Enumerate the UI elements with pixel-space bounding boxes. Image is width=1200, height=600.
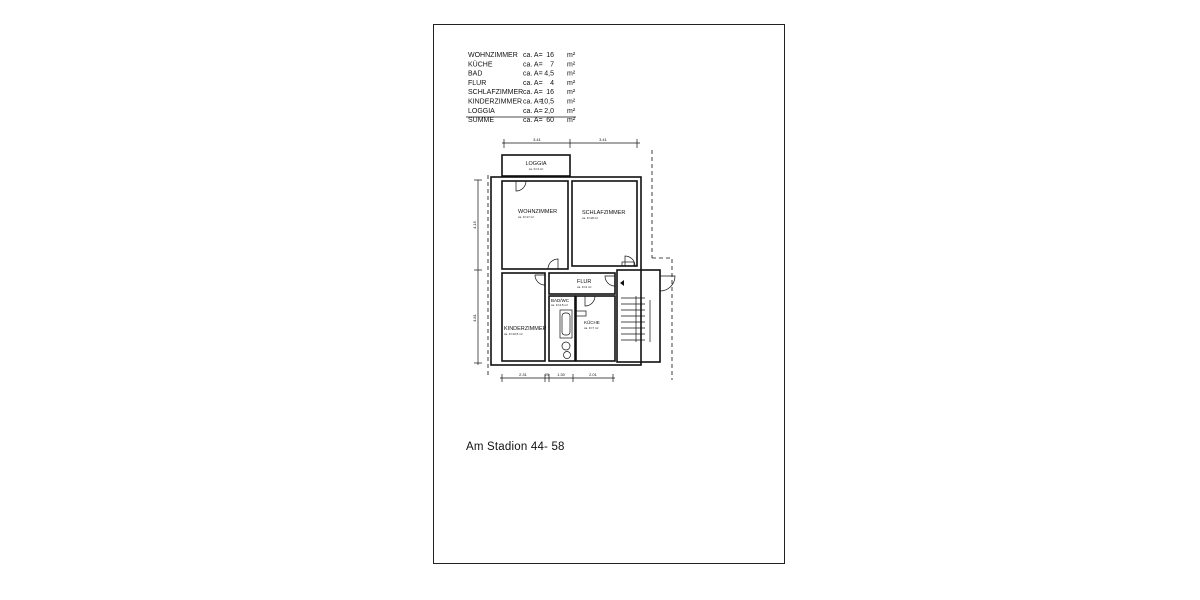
area-table-room: SCHLAFZIMMER bbox=[468, 89, 523, 96]
area-table-value: 10,5 bbox=[540, 99, 554, 106]
area-loggia: ca. F=4 m² bbox=[529, 167, 543, 171]
address-label: Am Stadion 44- 58 bbox=[466, 441, 565, 453]
plan-sheet bbox=[433, 24, 785, 564]
area-table-value: 7 bbox=[550, 61, 554, 68]
area-kueche: ca. F=7 m² bbox=[584, 326, 598, 330]
area-table-prefix: ca. A= bbox=[523, 89, 543, 96]
area-table-unit: m² bbox=[567, 80, 576, 87]
area-table-unit: m² bbox=[567, 117, 576, 124]
area-table-unit: m² bbox=[567, 89, 576, 96]
room-schlafzimmer: SCHLAFZIMMER bbox=[582, 210, 625, 216]
room-kinderzimmer: KINDERZIMMER bbox=[504, 326, 547, 332]
area-table-prefix: ca. A= bbox=[523, 71, 543, 78]
area-table-room: KÜCHE bbox=[468, 60, 493, 68]
area-schlafzimmer: ca. F=18 m² bbox=[582, 216, 598, 220]
room-labels: LOGGIA ca. F=4 m² WOHNZIMMER ca. F=17 m²… bbox=[504, 161, 625, 336]
dim-left-1: 4.15 bbox=[472, 220, 477, 229]
area-table-value: 2,0 bbox=[544, 108, 554, 115]
area-table-room: LOGGIA bbox=[468, 108, 495, 115]
area-kinderzimmer: ca. F=10,5 m² bbox=[504, 332, 523, 336]
area-table-value: 4 bbox=[550, 80, 554, 87]
area-table-prefix: ca. A= bbox=[523, 61, 543, 68]
room-kueche: KÜCHE bbox=[584, 319, 600, 325]
area-table-room: WOHNZIMMER bbox=[468, 52, 518, 59]
walls bbox=[490, 154, 676, 366]
dim-bottom-1: 2.31 bbox=[519, 372, 528, 377]
dim-top-1: 3.41 bbox=[533, 137, 542, 142]
area-table-prefix: ca. A= bbox=[523, 117, 543, 124]
dim-bottom-3: 1.30 bbox=[557, 372, 566, 377]
dimension-top: 3.41 3.41 bbox=[502, 137, 640, 148]
room-flur: FLUR bbox=[577, 279, 591, 285]
area-flur: ca. F=4 m² bbox=[577, 285, 591, 289]
area-table-unit: m² bbox=[567, 52, 576, 59]
area-table-room: BAD bbox=[468, 71, 482, 78]
area-table-room: SUMME bbox=[468, 117, 494, 124]
dim-bottom-2: 25 bbox=[545, 372, 550, 377]
area-table-prefix: ca. A= bbox=[523, 108, 543, 115]
area-wohnzimmer: ca. F=17 m² bbox=[518, 215, 534, 219]
area-table-prefix: ca. A= bbox=[523, 80, 543, 87]
area-table-unit: m² bbox=[567, 99, 576, 106]
dim-top-2: 3.41 bbox=[599, 137, 608, 142]
dim-bottom-4: 2.01 bbox=[589, 372, 598, 377]
area-table-room: FLUR bbox=[468, 80, 486, 87]
dim-left-2: 4.81 bbox=[472, 313, 477, 322]
area-table-unit: m² bbox=[567, 108, 576, 115]
area-table-prefix: ca. A= bbox=[523, 52, 543, 59]
dimension-left: 4.15 4.81 bbox=[472, 179, 482, 365]
area-table-room: KINDERZIMMER bbox=[468, 99, 522, 106]
area-table-value: 16 bbox=[546, 89, 554, 96]
area-table-value: 60 bbox=[546, 117, 554, 124]
room-bad: BAD/WC bbox=[551, 298, 570, 303]
area-table-prefix: ca. A= bbox=[523, 99, 543, 106]
area-bad: ca. F=4,5 m² bbox=[551, 303, 568, 307]
area-table-unit: m² bbox=[567, 61, 576, 68]
area-table-unit: m² bbox=[567, 71, 576, 78]
room-loggia: LOGGIA bbox=[525, 161, 546, 167]
area-table-value: 16 bbox=[546, 52, 554, 59]
dimension-bottom: 2.31 25 1.30 2.01 bbox=[500, 372, 615, 382]
room-wohnzimmer: WOHNZIMMER bbox=[518, 209, 557, 215]
area-table-value: 4,5 bbox=[544, 71, 554, 78]
